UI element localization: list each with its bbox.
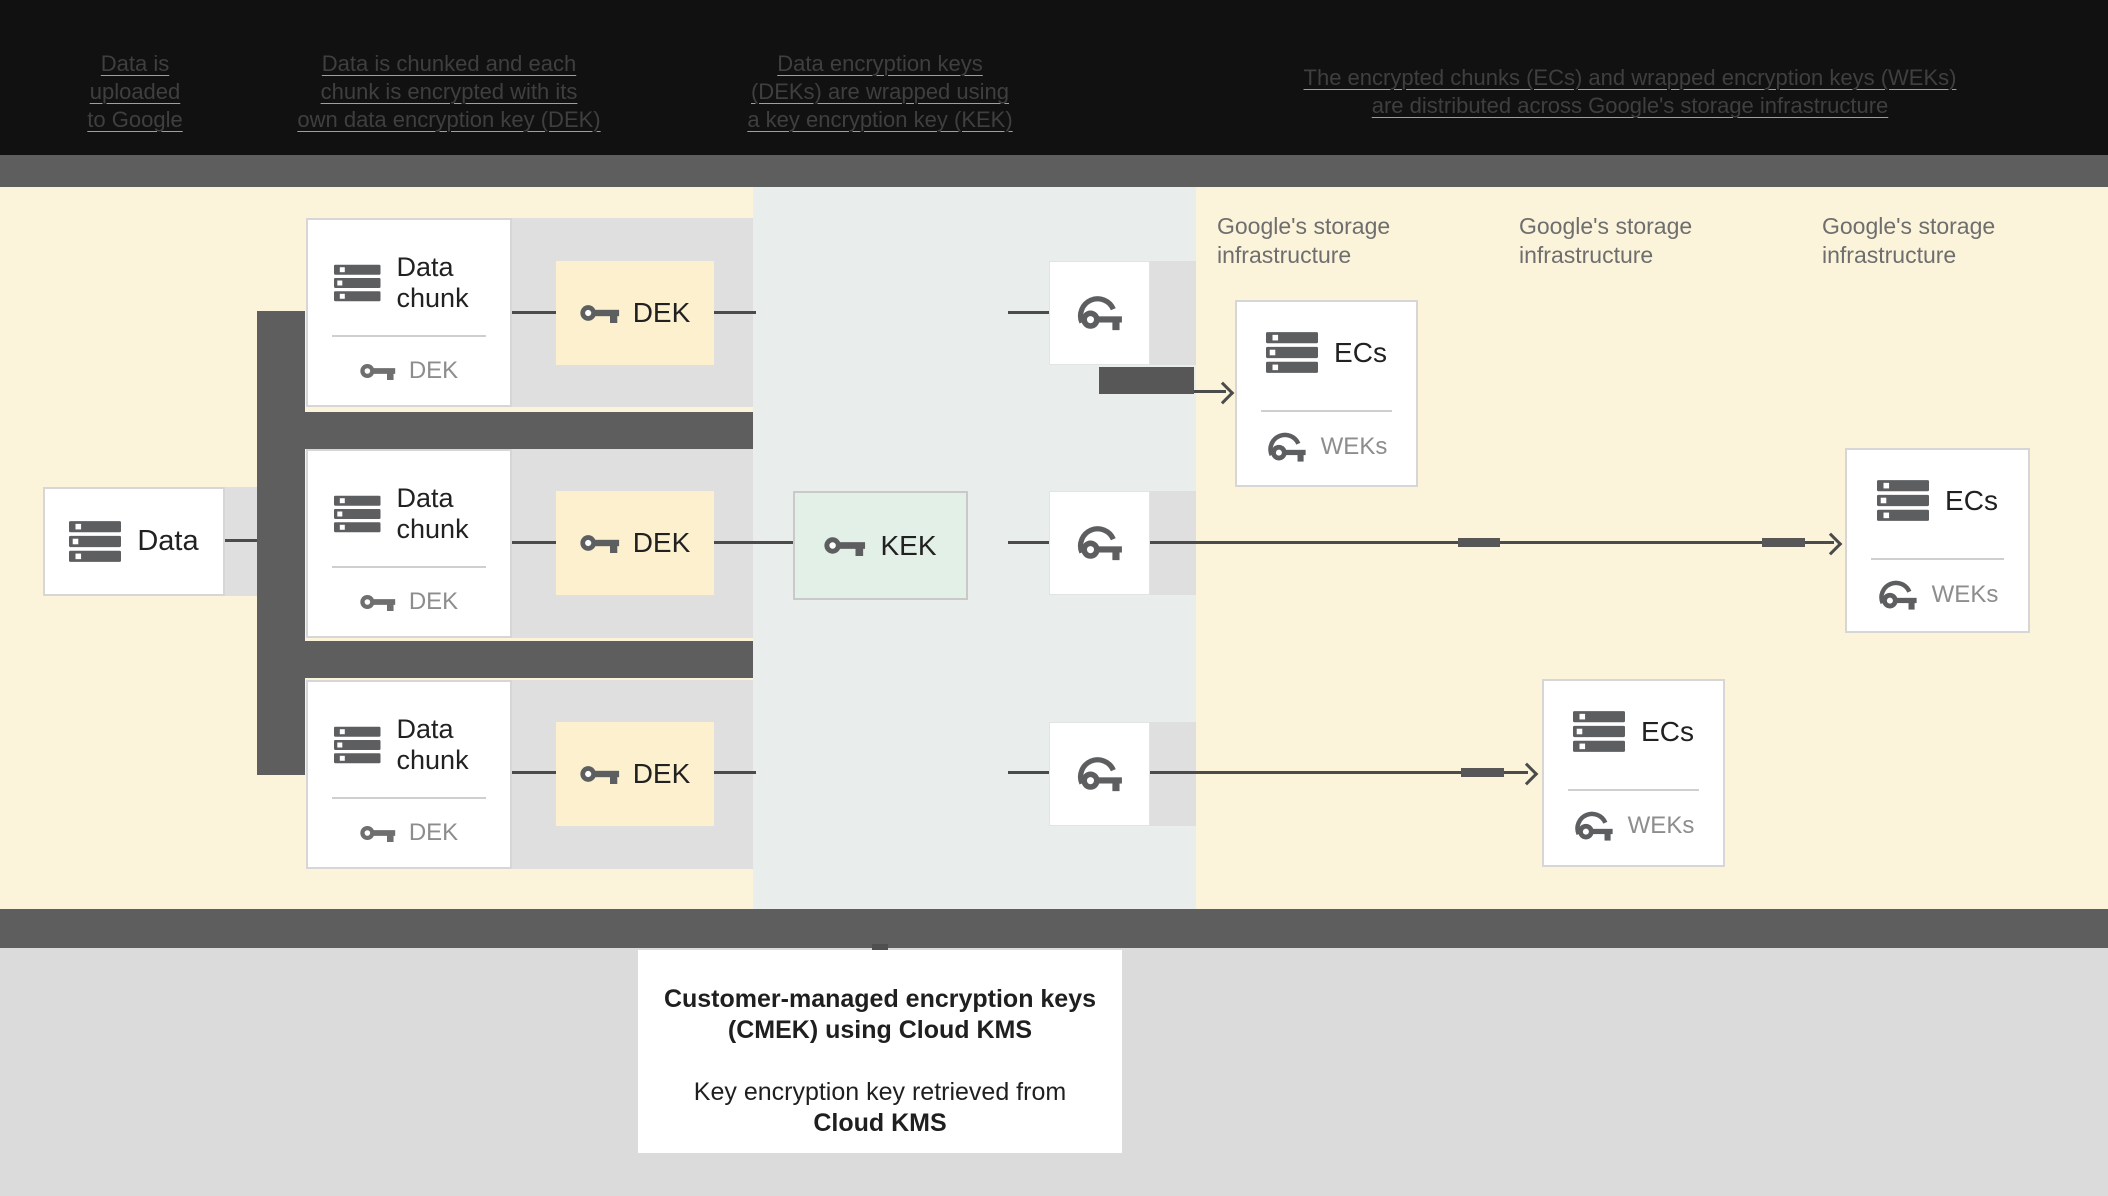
arrow-line-to-ecs1 xyxy=(1194,390,1226,393)
card-divider xyxy=(1871,558,2004,560)
header-bar xyxy=(0,0,2108,155)
database-stack-icon xyxy=(334,723,381,767)
wdek2-thick-seg-b xyxy=(1762,538,1805,547)
line-into-wrap2 xyxy=(1008,541,1049,544)
wdek1-thick-bar xyxy=(1099,367,1194,394)
database-stack-icon xyxy=(1877,480,1929,521)
storage-infrastructure-label: Google's storage infrastructure xyxy=(1519,213,1693,268)
caption-body-bold: Cloud KMS xyxy=(813,1109,947,1137)
caption-box: Customer-managed encryption keys (CMEK) … xyxy=(638,950,1122,1153)
chunk-dek-label: DEK xyxy=(408,819,459,846)
chunk-dek-label: DEK xyxy=(408,588,459,615)
data-chunk-card: Data chunk DEK xyxy=(306,680,512,869)
line-chunk2-to-dek2 xyxy=(512,541,556,544)
storage-infrastructure-label: Google's storage infrastructure xyxy=(1217,213,1391,268)
wrap-key-box xyxy=(1049,491,1150,595)
data-chunk-card: Data chunk DEK xyxy=(306,449,512,638)
bottom-divider-band xyxy=(0,909,2108,948)
step-caption-distribution: The encrypted chunks (ECs) and wrapped e… xyxy=(1303,65,1957,118)
key-icon xyxy=(824,533,866,558)
chunk-dek-label: DEK xyxy=(408,357,459,384)
kek-box-label: KEK xyxy=(880,529,937,561)
line-dek1-out xyxy=(714,311,756,314)
database-stack-icon xyxy=(1266,332,1318,373)
line-chunk1-to-dek1 xyxy=(512,311,556,314)
data-box-label: Data xyxy=(137,525,199,557)
wrap-key-box xyxy=(1049,261,1150,365)
data-chunk-card: Data chunk DEK xyxy=(306,218,512,407)
ecs-card-title: ECs xyxy=(1945,484,1998,516)
ecs-card: ECs WEKs xyxy=(1542,679,1725,867)
key-icon xyxy=(360,591,396,613)
storage-infrastructure-label: Google's storage infrastructure xyxy=(1822,213,1996,268)
wrap1-panel xyxy=(1150,261,1196,365)
line-into-wrap3 xyxy=(1008,771,1049,774)
key-icon xyxy=(360,360,396,382)
fork-bar-bottom xyxy=(257,641,753,678)
weks-label: WEKs xyxy=(1320,433,1388,460)
dek-box: DEK xyxy=(556,722,714,826)
dek-box-label: DEK xyxy=(632,527,691,558)
key-icon xyxy=(580,762,620,786)
wrapped-key-icon xyxy=(1573,809,1615,843)
line-dek2-to-kek xyxy=(714,541,793,544)
ecs-card-title: ECs xyxy=(1641,715,1694,747)
chunk-card-title: Data chunk xyxy=(396,252,469,313)
key-icon xyxy=(580,531,620,555)
card-divider xyxy=(1261,410,1392,412)
chunk-card-title: Data chunk xyxy=(396,483,469,544)
top-divider-band xyxy=(0,155,2108,187)
line-into-wrap1 xyxy=(1008,311,1049,314)
ecs-card: ECs WEKs xyxy=(1235,300,1418,487)
wrapped-key-icon xyxy=(1076,754,1124,794)
fork-bar-top xyxy=(257,412,753,449)
weks-label: WEKs xyxy=(1627,812,1695,839)
caption-body-text: Key encryption key retrieved from xyxy=(693,1078,1067,1106)
line-dek3-out xyxy=(714,771,756,774)
fork-trunk xyxy=(257,311,305,775)
card-divider xyxy=(332,335,486,337)
key-icon xyxy=(580,301,620,325)
step-caption-chunking: Data is chunked and each chunk is encryp… xyxy=(297,51,601,132)
chunk-card-title: Data chunk xyxy=(396,714,469,775)
wdek2-thick-seg-a xyxy=(1458,538,1500,547)
arrow-line-to-ecs3 xyxy=(1150,771,1528,774)
step-caption-upload: Data is uploaded to Google xyxy=(87,51,183,132)
kek-box: KEK xyxy=(793,491,968,600)
dek-box: DEK xyxy=(556,261,714,365)
wrapped-key-icon xyxy=(1076,293,1124,333)
wrapped-key-icon xyxy=(1266,430,1308,464)
ecs-card: ECs WEKs xyxy=(1845,448,2030,633)
caption-title: Customer-managed encryption keys (CMEK) … xyxy=(663,985,1097,1044)
card-divider xyxy=(332,566,486,568)
wdek3-thick-seg xyxy=(1461,768,1504,777)
card-divider xyxy=(1568,789,1699,791)
line-data-to-fork xyxy=(225,539,257,542)
database-stack-icon xyxy=(1573,711,1625,752)
wrap-key-box xyxy=(1049,722,1150,826)
dek-box-label: DEK xyxy=(632,758,691,789)
key-icon xyxy=(360,822,396,844)
card-divider xyxy=(332,797,486,799)
wrapped-key-icon xyxy=(1076,523,1124,563)
data-box: Data xyxy=(43,487,225,596)
database-stack-icon xyxy=(334,261,381,305)
dek-box: DEK xyxy=(556,491,714,595)
step-caption-wrapping: Data encryption keys (DEKs) are wrapped … xyxy=(747,51,1013,132)
database-stack-icon xyxy=(69,521,121,562)
weks-label: WEKs xyxy=(1931,581,1999,608)
wrap3-panel xyxy=(1150,722,1196,826)
ecs-card-title: ECs xyxy=(1334,336,1387,368)
wrapped-key-icon xyxy=(1877,578,1919,612)
line-chunk3-to-dek3 xyxy=(512,771,556,774)
database-stack-icon xyxy=(334,492,381,536)
dek-box-label: DEK xyxy=(632,297,691,328)
